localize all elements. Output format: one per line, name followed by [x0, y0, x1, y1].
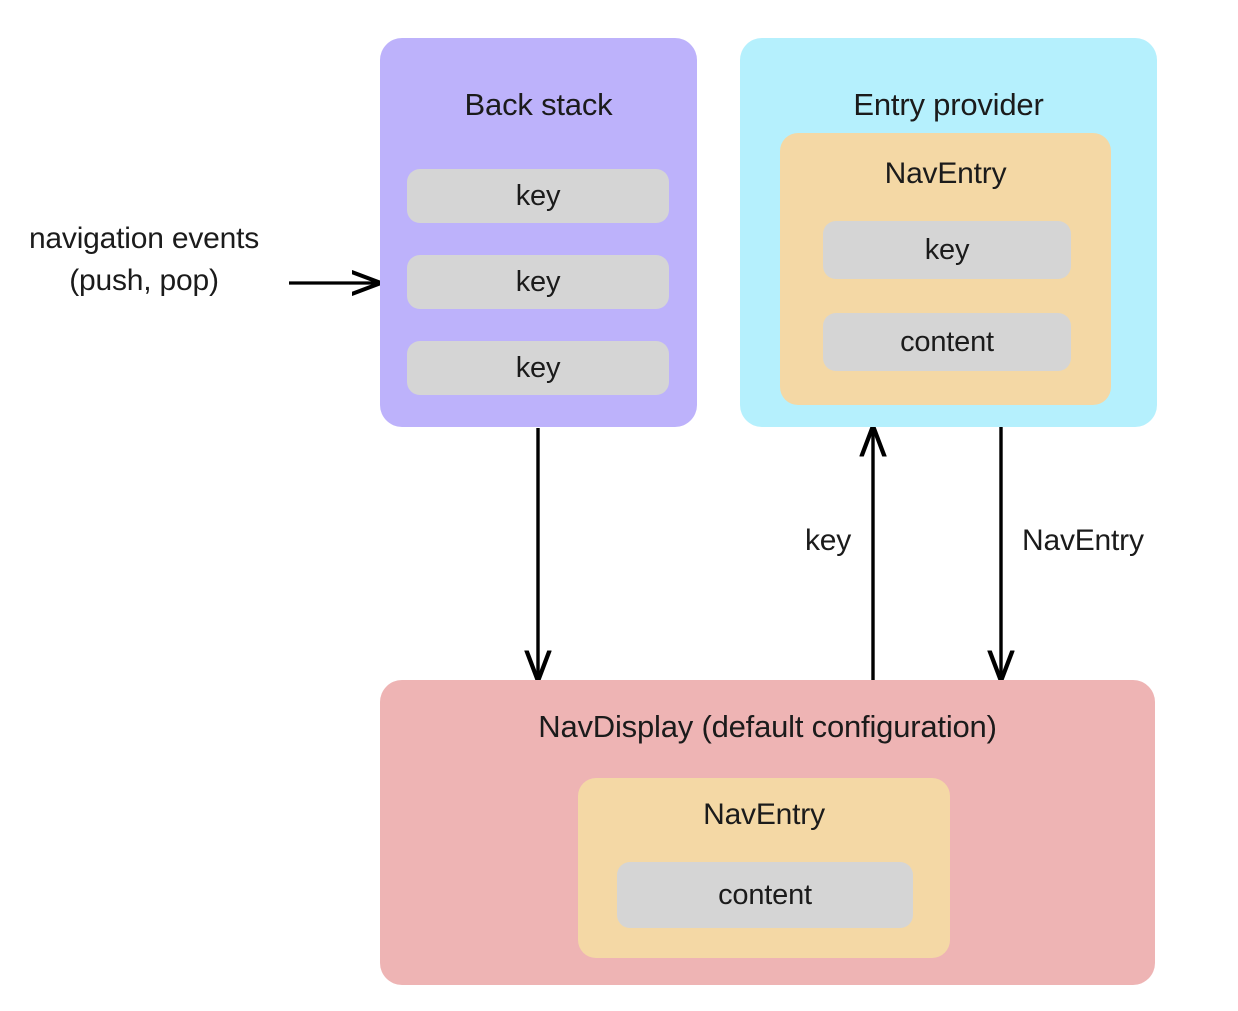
entry-provider-title: Entry provider — [853, 87, 1044, 122]
back-stack-key-chip: key — [407, 255, 669, 309]
nav-display-naventry-title: NavEntry — [703, 798, 825, 831]
navigation-events-line2: (push, pop) — [69, 264, 219, 297]
back-stack-title: Back stack — [464, 87, 613, 122]
navigation-events-line1: navigation events — [28, 222, 260, 255]
navigation-events-label: navigation events (push, pop) — [8, 218, 280, 302]
arrow-label-naventry: NavEntry — [1022, 524, 1144, 557]
back-stack-key-chip: key — [407, 341, 669, 395]
nav-display-naventry-box: NavEntry content — [578, 778, 950, 958]
entry-provider-panel: Entry provider NavEntry key content — [740, 38, 1157, 427]
entry-provider-naventry-title: NavEntry — [884, 157, 1007, 190]
nav-display-panel: NavDisplay (default configuration) NavEn… — [380, 680, 1155, 985]
entry-provider-content-chip: content — [823, 313, 1071, 371]
back-stack-panel: Back stack key key key — [380, 38, 697, 427]
entry-provider-naventry-box: NavEntry key content — [780, 133, 1111, 405]
arrow-label-key: key — [805, 524, 852, 557]
nav-display-content-chip: content — [617, 862, 913, 928]
nav-display-title: NavDisplay (default configuration) — [538, 709, 997, 744]
back-stack-key-chip: key — [407, 169, 669, 223]
entry-provider-key-chip: key — [823, 221, 1071, 279]
